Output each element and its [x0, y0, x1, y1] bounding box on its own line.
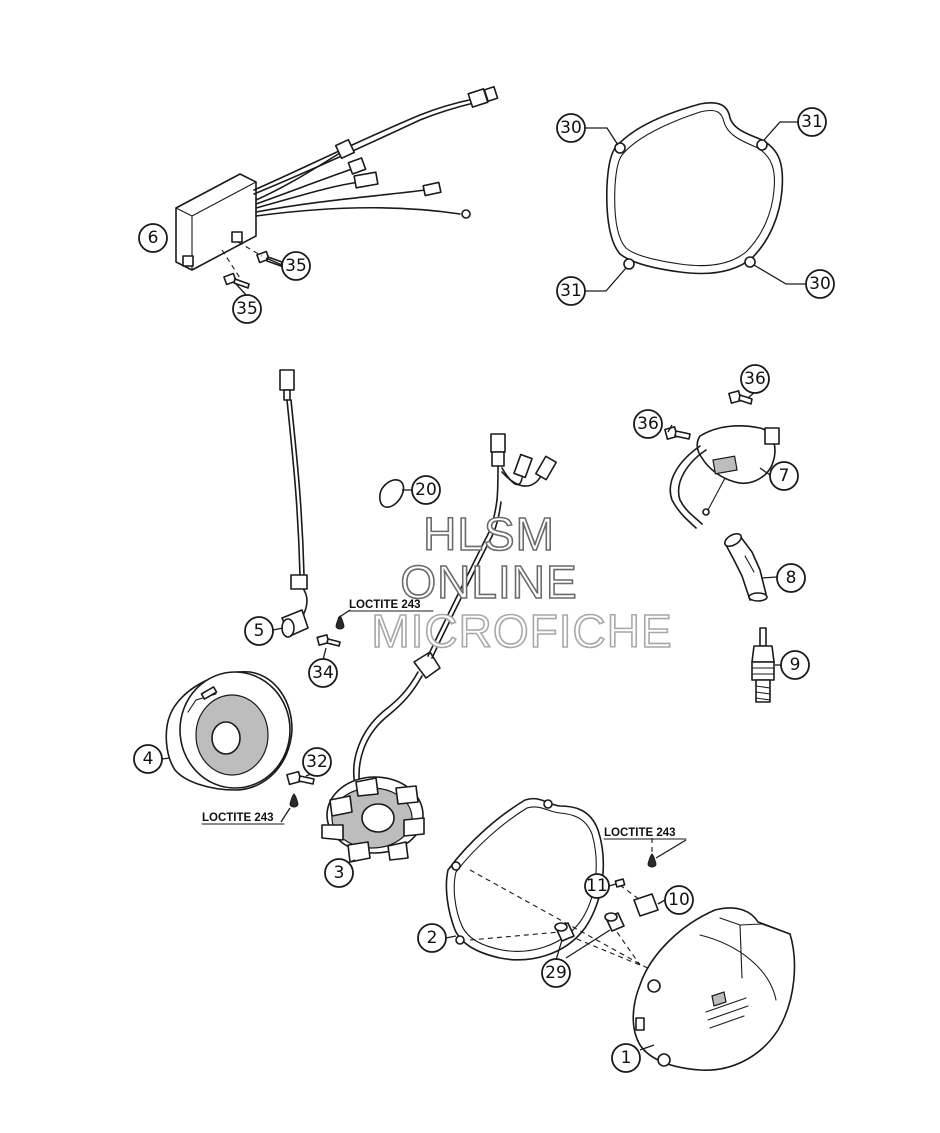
- callout-34: 34: [308, 658, 338, 688]
- screw-35b: [223, 272, 250, 289]
- svg-text:30: 30: [809, 274, 831, 294]
- callout-20: 20: [411, 475, 441, 505]
- callout-32: 32: [302, 747, 332, 777]
- leader-lines: [161, 121, 806, 1051]
- ignition-coil: [664, 390, 780, 529]
- callout-1: 1: [611, 1043, 641, 1073]
- callout-30-bottom: 30: [805, 269, 835, 299]
- svg-text:LOCTITE 243: LOCTITE 243: [604, 827, 676, 839]
- svg-text:36: 36: [744, 369, 766, 389]
- callout-4: 4: [133, 744, 163, 774]
- svg-text:35: 35: [236, 299, 258, 319]
- callout-35-upper: 35: [281, 251, 311, 281]
- pulse-generator: [279, 369, 309, 638]
- stator: [321, 433, 557, 863]
- svg-text:4: 4: [143, 749, 154, 769]
- callout-9: 9: [780, 650, 810, 680]
- cable-clip: [379, 479, 405, 508]
- svg-text:5: 5: [254, 621, 265, 641]
- svg-text:ONLINE: ONLINE: [400, 556, 577, 608]
- svg-text:30: 30: [560, 118, 582, 138]
- clip-10: [633, 893, 659, 917]
- spark-plug-cap: [724, 532, 768, 602]
- callout-30-top: 30: [556, 113, 586, 143]
- svg-text:31: 31: [560, 281, 582, 301]
- callout-5: 5: [244, 616, 274, 646]
- screw-36a: [664, 426, 691, 440]
- callout-36-right: 36: [740, 364, 770, 394]
- svg-text:3: 3: [334, 863, 345, 883]
- svg-text:31: 31: [801, 112, 823, 132]
- loctite-note-32: LOCTITE 243: [201, 812, 285, 825]
- ignition-cover: [632, 907, 796, 1071]
- svg-text:29: 29: [545, 963, 567, 983]
- screw-11: [614, 853, 657, 888]
- svg-text:34: 34: [312, 663, 334, 683]
- callout-35-lower: 35: [232, 294, 262, 324]
- svg-text:8: 8: [786, 568, 797, 588]
- callout-7: 7: [769, 461, 799, 491]
- cover-gasket: [445, 797, 605, 961]
- svg-text:11: 11: [586, 876, 608, 896]
- flywheel-rotor: [165, 671, 293, 791]
- svg-text:1: 1: [621, 1048, 632, 1068]
- svg-text:20: 20: [415, 480, 437, 500]
- screw-32: [286, 770, 315, 808]
- svg-text:36: 36: [637, 414, 659, 434]
- callout-11: 11: [584, 873, 610, 899]
- dowel-pins: [554, 912, 625, 942]
- loctite-note-11: LOCTITE 243: [603, 827, 687, 840]
- cdi-unit: [175, 85, 499, 289]
- callout-8: 8: [776, 563, 806, 593]
- loctite-note-34: LOCTITE 243: [348, 599, 434, 612]
- callout-29: 29: [541, 958, 571, 988]
- callout-6: 6: [138, 223, 168, 253]
- callout-2: 2: [417, 923, 447, 953]
- svg-text:6: 6: [148, 228, 159, 248]
- callout-31-bottom: 31: [556, 276, 586, 306]
- svg-text:32: 32: [306, 752, 328, 772]
- svg-text:10: 10: [668, 890, 690, 910]
- svg-text:2: 2: [427, 928, 438, 948]
- spark-plug: [751, 627, 775, 703]
- svg-text:LOCTITE 243: LOCTITE 243: [349, 599, 421, 611]
- callout-3: 3: [324, 858, 354, 888]
- svg-text:9: 9: [790, 655, 801, 675]
- screw-34: [316, 615, 345, 647]
- callout-36-left: 36: [633, 409, 663, 439]
- callout-31-top: 31: [797, 107, 827, 137]
- svg-text:LOCTITE 243: LOCTITE 243: [202, 812, 274, 824]
- svg-text:HLSM: HLSM: [423, 508, 555, 560]
- svg-text:35: 35: [285, 256, 307, 276]
- svg-text:MICROFICHE: MICROFICHE: [371, 605, 672, 657]
- svg-text:7: 7: [779, 466, 790, 486]
- callout-10: 10: [664, 885, 694, 915]
- gasket-cover: [605, 102, 784, 275]
- watermark: HLSM ONLINE MICROFICHE: [371, 507, 673, 658]
